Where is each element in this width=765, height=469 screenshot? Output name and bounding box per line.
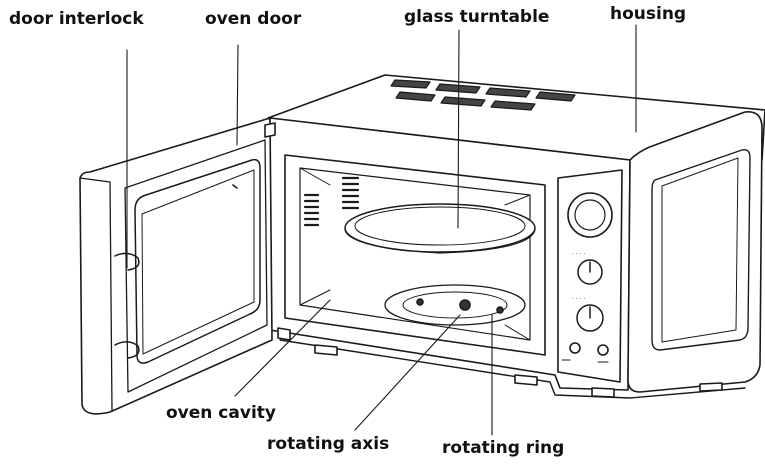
label-oven-door: oven door — [205, 9, 302, 29]
glass-turntable-shape — [344, 203, 536, 254]
leader-lines — [126, 24, 637, 436]
label-housing: housing — [610, 4, 687, 24]
svg-text:· · · ·: · · · · — [572, 296, 585, 303]
label-rotating-axis: rotating axis — [267, 434, 390, 454]
svg-text:· · · ·: · · · · — [572, 251, 585, 258]
oven-door-shape — [79, 117, 291, 415]
label-rotating-ring: rotating ring — [442, 438, 565, 458]
label-door-interlock: door interlock — [9, 9, 144, 29]
label-oven-cavity: oven cavity — [166, 403, 276, 423]
control-panel: · · · · · · · · — [557, 169, 623, 383]
label-glass-turntable: glass turntable — [404, 7, 550, 27]
oven-cavity-shape — [284, 154, 546, 356]
